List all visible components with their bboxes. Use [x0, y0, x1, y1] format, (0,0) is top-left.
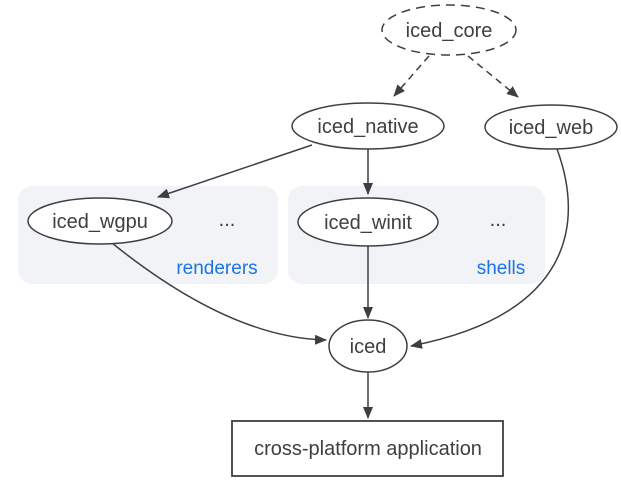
- application-node: [231, 420, 504, 477]
- iced-winit-label: iced_winit: [324, 212, 412, 234]
- iced-native-node: [291, 102, 445, 150]
- iced-label: iced: [350, 336, 387, 358]
- edge-core-to-web: [467, 55, 519, 98]
- iced-core-label: iced_core: [406, 20, 493, 42]
- iced-wgpu-node: [27, 197, 173, 245]
- edge-native-to-wgpu: [157, 144, 313, 199]
- application-label: cross-platform application: [254, 438, 482, 460]
- renderers-group-label: renderers: [176, 258, 257, 279]
- iced-web-node: [484, 104, 618, 150]
- edge-web-to-iced: [410, 148, 570, 349]
- iced-node: [328, 319, 408, 373]
- shells-group-label: shells: [477, 258, 526, 279]
- iced-core-node: [381, 4, 517, 56]
- iced-winit-node: [297, 197, 439, 247]
- edge-wgpu-to-iced: [111, 242, 327, 345]
- iced-native-label: iced_native: [317, 116, 418, 138]
- shells-ellipsis: ...: [490, 209, 507, 231]
- renderers-ellipsis: ...: [219, 209, 236, 231]
- edge-core-to-native: [393, 55, 430, 97]
- iced-wgpu-label: iced_wgpu: [52, 211, 148, 233]
- iced-web-label: iced_web: [509, 117, 594, 139]
